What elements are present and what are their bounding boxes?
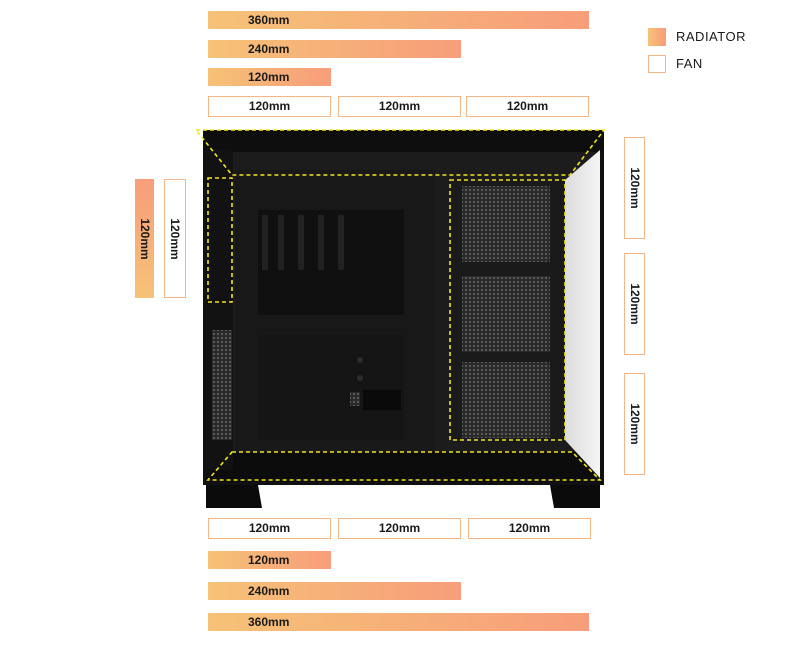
top-radiator-240-label: 240mm [248, 42, 290, 56]
bottom-fan-3: 120mm [468, 518, 591, 539]
top-radiator-240: 240mm [208, 40, 461, 58]
bottom-fan-1: 120mm [208, 518, 331, 539]
side-fan-3: 120mm [624, 373, 645, 475]
side-fan-2: 120mm [624, 253, 645, 355]
side-fan-1: 120mm [624, 137, 645, 239]
bottom-radiator-120: 120mm [208, 551, 331, 569]
bottom-fan-2-label: 120mm [378, 521, 421, 535]
top-radiator-120: 120mm [208, 68, 331, 86]
top-fan-3-label: 120mm [506, 99, 549, 113]
top-radiator-360: 360mm [208, 11, 589, 29]
bottom-fan-2: 120mm [338, 518, 461, 539]
top-radiator-360-label: 360mm [248, 13, 290, 27]
top-fan-1: 120mm [208, 96, 331, 117]
legend-radiator-label: RADIATOR [676, 29, 746, 44]
bottom-radiator-240: 240mm [208, 582, 461, 600]
rear-radiator-120: 120mm [135, 179, 154, 298]
bottom-radiator-360-label: 360mm [248, 615, 290, 629]
rear-fan-120: 120mm [164, 179, 186, 298]
legend-fan-swatch [648, 55, 666, 73]
legend-radiator-swatch [648, 28, 666, 46]
case-body [203, 130, 604, 508]
top-fan-3: 120mm [466, 96, 589, 117]
bottom-fan-1-label: 120mm [248, 521, 291, 535]
top-fan-1-label: 120mm [248, 99, 291, 113]
bottom-radiator-240-label: 240mm [248, 584, 290, 598]
legend-fan-label: FAN [676, 56, 703, 71]
bottom-radiator-120-label: 120mm [248, 553, 290, 567]
top-fan-2-label: 120mm [378, 99, 421, 113]
mount-outlines [194, 129, 606, 481]
bottom-fan-3-label: 120mm [508, 521, 551, 535]
bottom-radiator-360: 360mm [208, 613, 589, 631]
top-radiator-120-label: 120mm [248, 70, 290, 84]
top-fan-2: 120mm [338, 96, 461, 117]
